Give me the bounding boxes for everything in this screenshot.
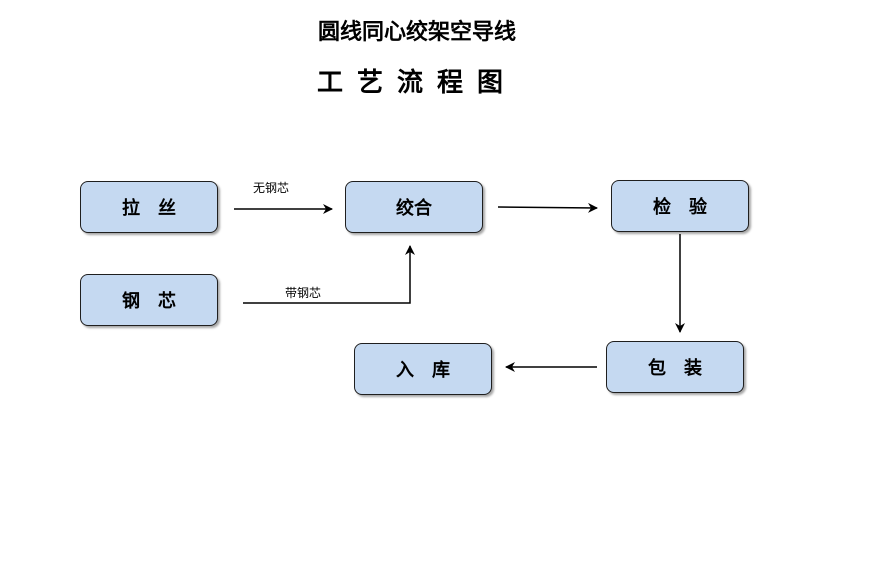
node-core: 钢 芯 <box>80 274 218 326</box>
edge-label-with-core: 带钢芯 <box>285 286 322 300</box>
diagram-subtitle: 工艺流程图 <box>316 68 517 98</box>
node-drawing: 拉 丝 <box>80 181 218 233</box>
edge-label-no-core: 无钢芯 <box>253 181 290 195</box>
node-stranding: 绞合 <box>345 181 483 233</box>
node-inspection: 检 验 <box>611 180 749 232</box>
arrow-core-to-stranding <box>243 245 415 304</box>
node-packing: 包 装 <box>606 341 744 393</box>
node-storage: 入 库 <box>354 343 492 395</box>
diagram-title: 圆线同心绞架空导线 <box>317 19 516 45</box>
arrow-stranding-to-inspection <box>497 202 598 213</box>
